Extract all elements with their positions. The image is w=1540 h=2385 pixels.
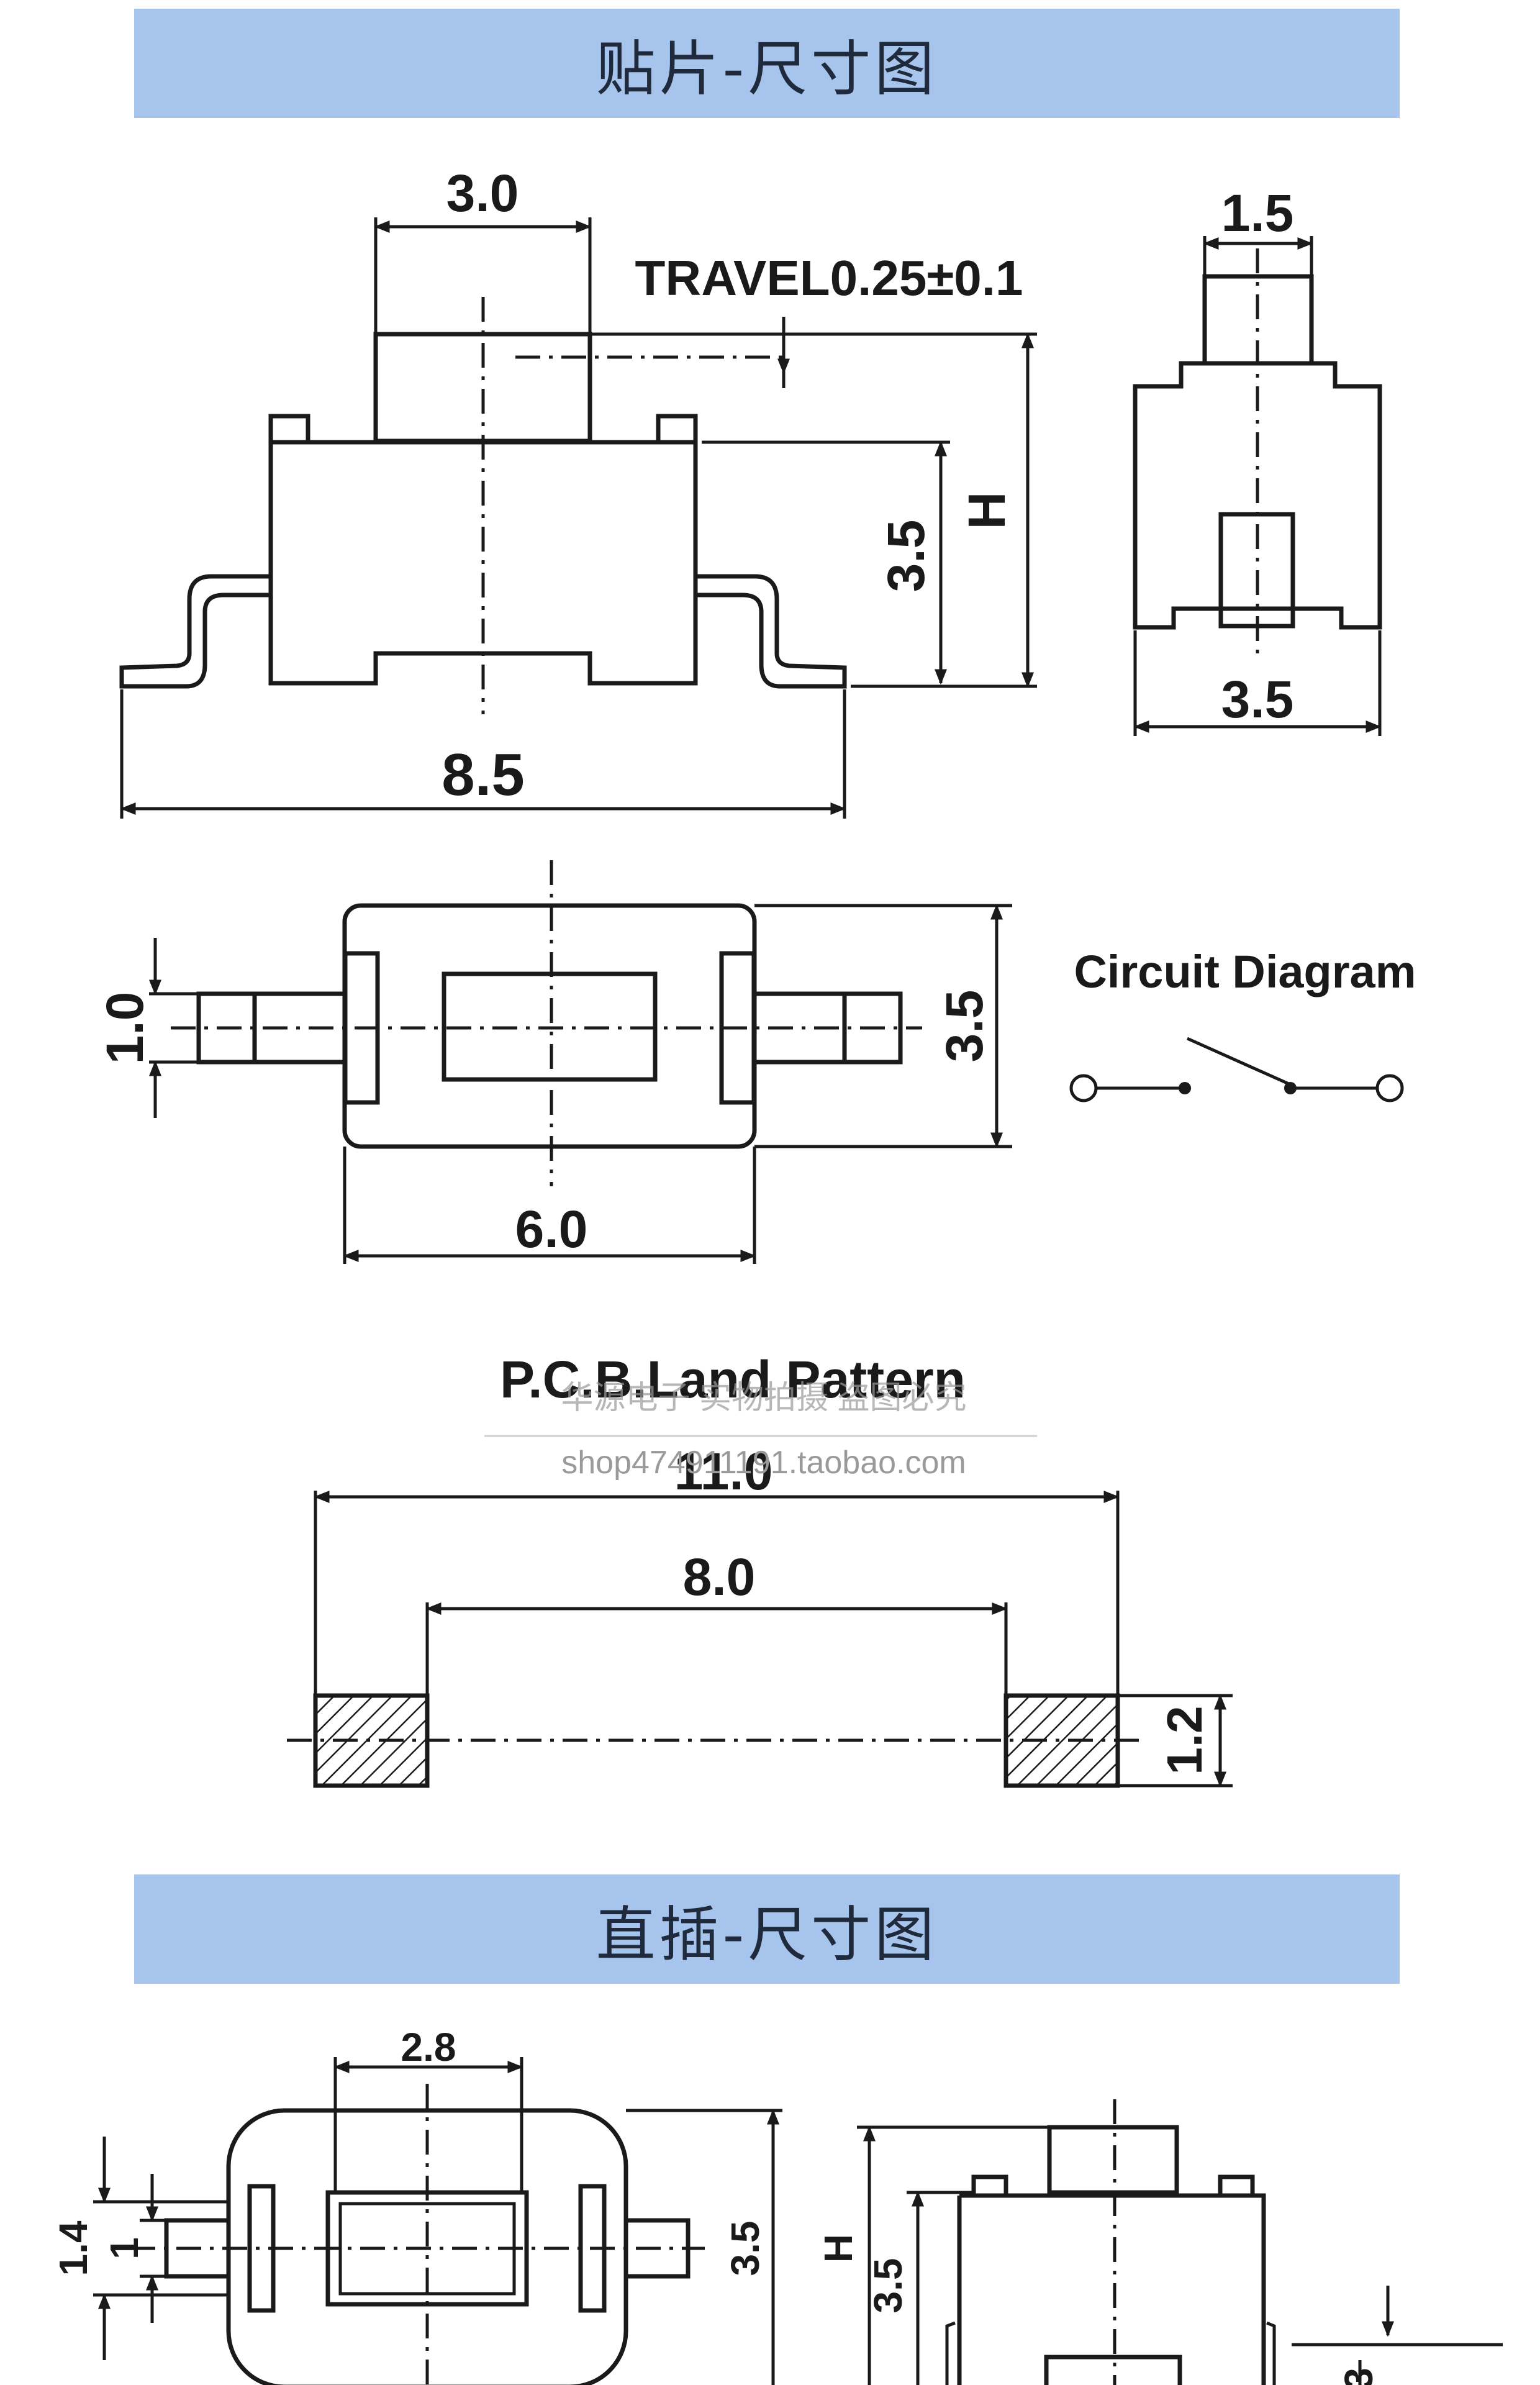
watermark-url: shop474911191.taobao.com xyxy=(561,1445,966,1481)
dim-pin-width: 1.0 xyxy=(96,992,154,1065)
smd-top-view: 1.0 3.5 6.0 xyxy=(96,860,1012,1264)
dip-dimension-title: 直插-尺寸图 xyxy=(596,1899,938,1969)
smd-dimension-title: 贴片-尺寸图 xyxy=(596,34,938,104)
dim-dip-partial: 3 xyxy=(1336,2368,1381,2385)
dim-outer-span: 11.0 xyxy=(674,1442,773,1501)
dip-dimension-header: 直插-尺寸图 xyxy=(134,1874,1400,1984)
dim-top-height: 3.5 xyxy=(935,990,994,1063)
dim-end-bottom-width: 3.5 xyxy=(1221,670,1294,729)
dip-side-view: H 3.5 3 xyxy=(816,2099,1503,2385)
watermark-text: 华源电子 实物拍摄 盗图必究 xyxy=(561,1380,967,1416)
dip-top-view: 2.8 1.4 1 3.5 xyxy=(51,2025,782,2385)
dim-inner-span: 8.0 xyxy=(683,1548,756,1606)
dim-dip-body-height: 3.5 xyxy=(866,2258,910,2314)
dim-body-height: 3.5 xyxy=(877,520,935,593)
dim-top-width: 3.0 xyxy=(446,164,519,222)
dim-dip-height: 3.5 xyxy=(723,2221,768,2276)
dim-top-width-6: 6.0 xyxy=(515,1200,588,1258)
smd-dimension-header: 贴片-尺寸图 xyxy=(134,9,1400,118)
pcb-land-pattern: P.C.B.Land Pattern 11.0 8.0 1.2 华源电子 实物拍… xyxy=(287,1350,1233,1788)
smd-side-view: 3.0 TRAVEL0.25±0.1 H 3.5 8.5 xyxy=(119,164,1037,819)
dim-dip-button-width: 2.8 xyxy=(401,2025,456,2069)
dim-dip-inner-pin: 1 xyxy=(102,2237,147,2260)
smd-end-view: 1.5 3.5 xyxy=(1133,184,1382,736)
circuit-diagram-title: Circuit Diagram xyxy=(1074,946,1416,997)
dim-height-total: H xyxy=(958,492,1016,530)
travel-label: TRAVEL0.25±0.1 xyxy=(635,250,1023,306)
dim-dip-outer-pin: 1.4 xyxy=(51,2220,96,2276)
dim-total-width: 8.5 xyxy=(442,742,524,808)
dim-end-top-width: 1.5 xyxy=(1221,184,1294,242)
dim-pad-height: 1.2 xyxy=(1157,1706,1212,1774)
circuit-diagram: Circuit Diagram xyxy=(1069,946,1416,1102)
dim-dip-height-total: H xyxy=(816,2234,861,2263)
pcb-title: P.C.B.Land Pattern xyxy=(500,1350,966,1409)
